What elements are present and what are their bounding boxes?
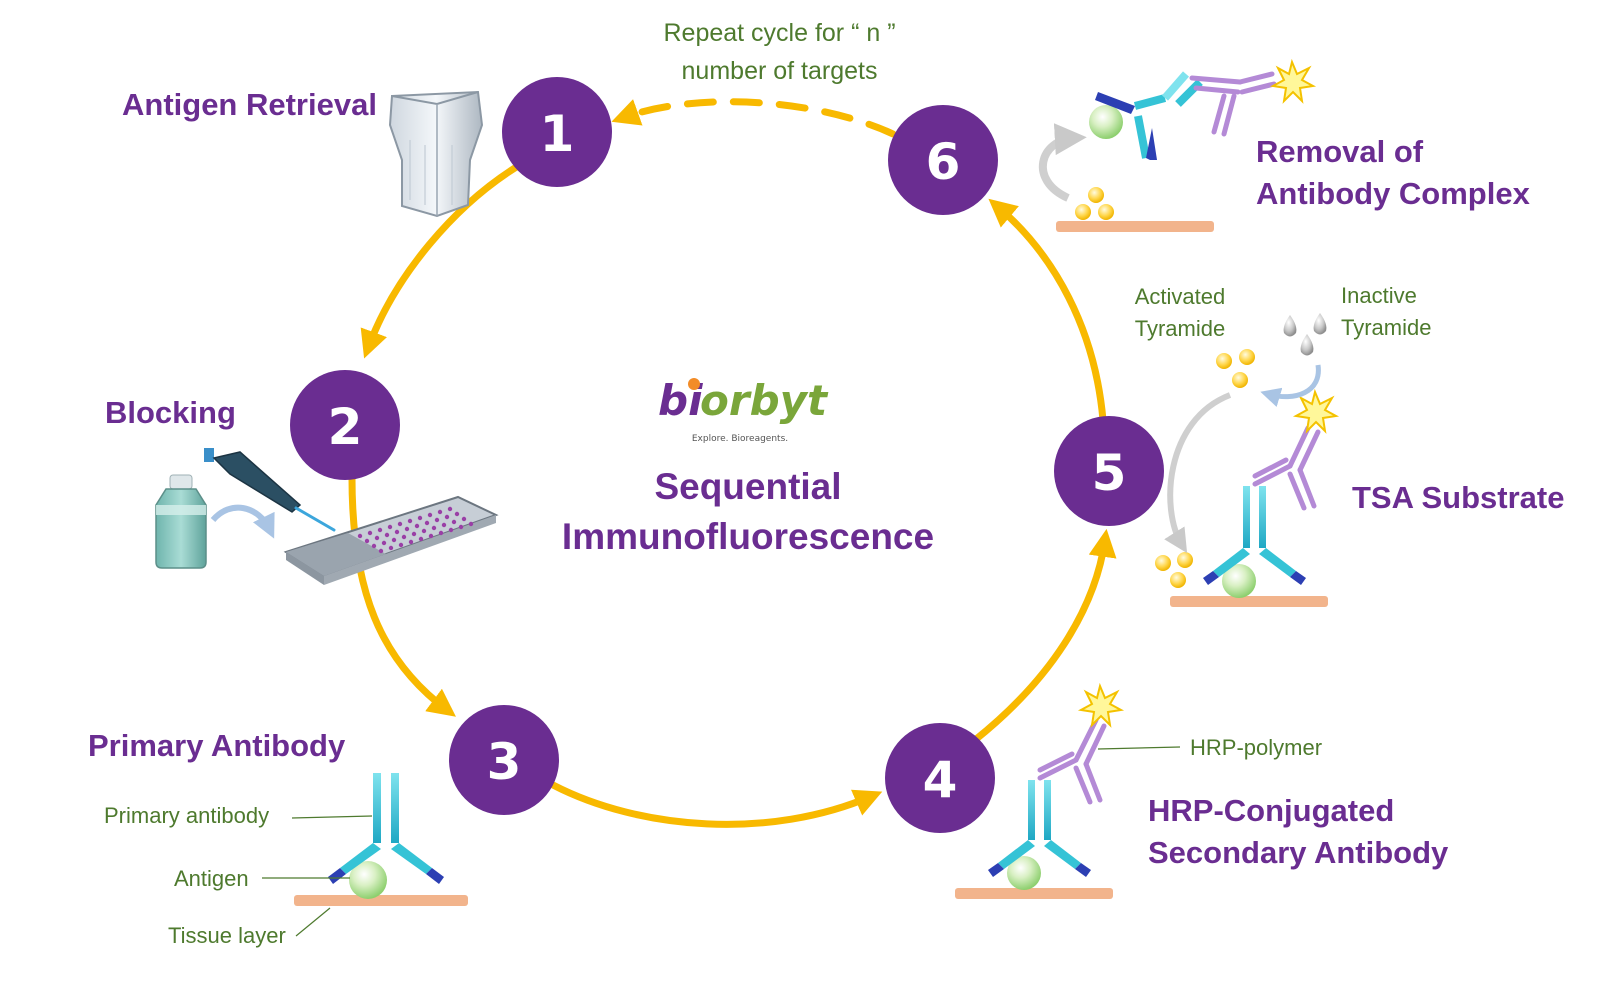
step-circle-6: 6: [888, 105, 998, 215]
tissue-layer-5: [1170, 596, 1328, 607]
label-activated-tyramide: Activated Tyramide: [1124, 281, 1236, 345]
label-inactive-line1: Inactive: [1341, 283, 1417, 308]
antigen-4: [1007, 856, 1041, 890]
tissue-layer-4: [955, 888, 1113, 899]
inactive-to-active-arrow-icon: [1260, 364, 1321, 407]
arrow-1-to-2: [360, 162, 522, 359]
step4-title-line2: Secondary Antibody: [1148, 835, 1449, 870]
label-tissue-layer: Tissue layer: [168, 923, 286, 948]
step-circle-5: 5: [1054, 416, 1164, 526]
center-title-line1: Sequential: [654, 466, 842, 507]
slide-illustration: [283, 495, 499, 585]
label-inactive-tyramide: Inactive Tyramide: [1341, 280, 1431, 344]
hrp-star-6: [1269, 58, 1317, 104]
tissue-layer-3: [294, 895, 468, 906]
activated-tyramide-dots-top: [1216, 349, 1255, 388]
tyramide-deposit-6: [1075, 187, 1114, 220]
tissue-layer-6: [1056, 221, 1214, 232]
label-activated-line2: Tyramide: [1134, 316, 1226, 341]
step4-title: HRP-Conjugated Secondary Antibody: [1148, 790, 1448, 874]
step2-title: Blocking: [105, 395, 236, 430]
label-inactive-line2: Tyramide: [1341, 315, 1432, 340]
arrow-4-to-5: [971, 528, 1117, 744]
step-circle-1: 1: [502, 77, 612, 187]
label-activated-line1: Activated: [1134, 284, 1226, 309]
hrp-secondary-antibody-4: [1037, 717, 1107, 805]
step-circle-3: 3: [449, 705, 559, 815]
arrow-6-to-1-dashed: [611, 98, 897, 138]
removed-hrp-antibody-6: [1189, 71, 1277, 137]
logo-tagline: Explore. Bioreagents.: [692, 434, 788, 444]
repeat-note: Repeat cycle for “ n ” number of targets: [642, 14, 917, 90]
arrow-3-to-4: [549, 781, 883, 828]
step3-title: Primary Antibody: [88, 728, 346, 763]
step6-title-line2: Antibody Complex: [1256, 176, 1530, 211]
step3-leader-lines: [262, 815, 373, 937]
center-title: Sequential Immunofluorescence: [548, 462, 948, 562]
label-antigen: Antigen: [174, 866, 249, 891]
activated-tyramide-dots-bottom: [1155, 552, 1193, 588]
step-number-2: 2: [328, 398, 363, 456]
step4-title-line1: HRP-Conjugated: [1148, 793, 1395, 828]
hrp-leader-line: [1097, 746, 1181, 750]
repeat-note-line1: Repeat cycle for “ n ”: [663, 19, 896, 47]
step-number-4: 4: [923, 751, 958, 809]
deposition-arrow-icon: [1164, 392, 1232, 554]
pour-arrow-icon: [210, 504, 275, 539]
step-number-1: 1: [540, 105, 575, 163]
arrow-5-to-6: [988, 198, 1107, 424]
hrp-star-4: [1077, 682, 1125, 728]
primary-antibody-5: [1203, 486, 1306, 585]
center-title-line2: Immunofluorescence: [561, 516, 935, 557]
hrp-secondary-antibody-5: [1252, 425, 1321, 511]
label-primary-antibody: Primary antibody: [104, 803, 270, 828]
label-hrp-polymer: HRP-polymer: [1190, 735, 1323, 760]
hrp-star-5: [1292, 388, 1340, 434]
arrow-2-to-3: [348, 474, 456, 717]
logo-orbyt: orbyt: [700, 376, 829, 425]
removal-arrow-icon: [1038, 123, 1087, 202]
primary-antibody-3: [328, 773, 444, 884]
inactive-tyramide-drops: [1283, 313, 1327, 356]
step6-title: Removal of Antibody Complex: [1256, 131, 1530, 215]
pipette-illustration: [204, 448, 336, 532]
step-number-5: 5: [1092, 444, 1127, 502]
step-number-6: 6: [926, 133, 961, 191]
antigen-5: [1222, 564, 1256, 598]
repeat-note-line2: number of targets: [681, 57, 878, 85]
biorbyt-logo: bi orbyt Explore. Bioreagents.: [658, 376, 829, 444]
slide-wells: [357, 506, 474, 554]
step5-title: TSA Substrate: [1352, 480, 1565, 515]
antigen-6: [1089, 105, 1123, 139]
cycle-arrows: [348, 98, 1117, 828]
step6-title-line1: Removal of: [1256, 134, 1424, 169]
antigen-3: [349, 861, 387, 899]
step-number-3: 3: [487, 733, 522, 791]
cuvette-illustration: [388, 90, 484, 218]
step-circle-4: 4: [885, 723, 995, 833]
step1-title: Antigen Retrieval: [122, 87, 377, 122]
primary-antibody-4: [988, 780, 1091, 877]
bottle-illustration: [155, 474, 207, 569]
step-circle-2: 2: [290, 370, 400, 480]
